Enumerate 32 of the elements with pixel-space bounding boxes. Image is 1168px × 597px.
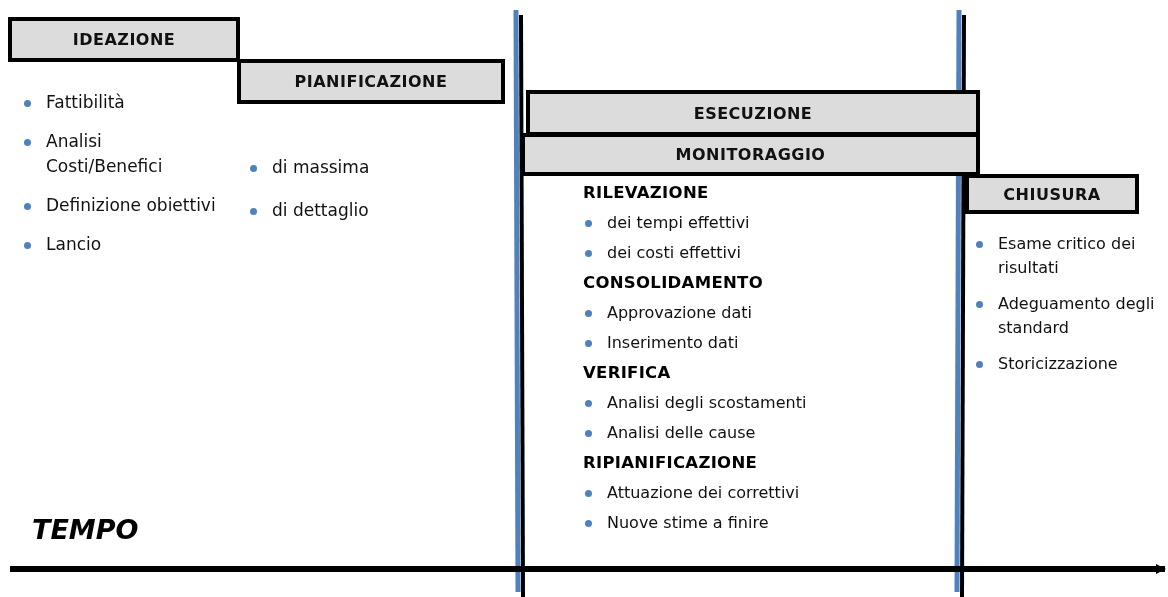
axis-label: TEMPO bbox=[32, 514, 139, 545]
section-heading: VERIFICA bbox=[583, 362, 672, 384]
bullet-item: Adeguamento degli standard bbox=[974, 292, 1166, 340]
bullet-item: Analisi degli scostamenti bbox=[583, 388, 943, 418]
bullet-item: Definizione obiettivi bbox=[22, 193, 222, 218]
phase-title: IDEAZIONE bbox=[72, 30, 176, 49]
phase-box bbox=[237, 59, 505, 104]
section-heading: RIPIANIFICAZIONE bbox=[583, 452, 759, 474]
bullet-item: Inserimento dati bbox=[583, 328, 943, 358]
bullet-item: dei costi effettivi bbox=[583, 238, 943, 268]
section-heading: CONSOLIDAMENTO bbox=[583, 272, 764, 294]
phase-box bbox=[521, 133, 980, 176]
bullet-item: Esame critico dei risultati bbox=[974, 232, 1166, 280]
bullet-item: Lancio bbox=[22, 232, 222, 257]
phase-box bbox=[965, 174, 1139, 214]
phase-box bbox=[8, 17, 240, 62]
bullet-item: Storicizzazione bbox=[974, 352, 1166, 376]
bullet-item: di massima bbox=[248, 155, 478, 180]
phase-title: MONITORAGGIO bbox=[675, 145, 826, 164]
bullet-item: Analisi delle cause bbox=[583, 418, 943, 448]
bullet-item: Analisi Costi/Benefici bbox=[22, 129, 222, 179]
bullet-item: di dettaglio bbox=[248, 198, 478, 223]
phase-box bbox=[526, 90, 980, 136]
phase-title: ESECUZIONE bbox=[693, 103, 813, 123]
section-heading: RILEVAZIONE bbox=[583, 182, 710, 204]
phase-title: PIANIFICAZIONE bbox=[294, 72, 448, 91]
bullet-item: dei tempi effettivi bbox=[583, 208, 943, 238]
bullet-item: Attuazione dei correttivi bbox=[583, 478, 943, 508]
bullet-item: Fattibilità bbox=[22, 90, 222, 115]
phase-title: CHIUSURA bbox=[1003, 184, 1101, 204]
bullet-item: Nuove stime a finire bbox=[583, 508, 943, 538]
bullet-item: Approvazione dati bbox=[583, 298, 943, 328]
